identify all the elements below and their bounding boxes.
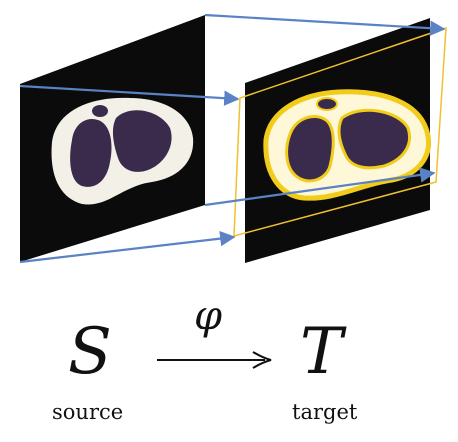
source-spine	[92, 105, 108, 117]
target-caption: target	[292, 400, 358, 424]
target-panel	[233, 18, 447, 263]
bottom-mapping-arrow	[19, 230, 236, 264]
registration-diagram	[19, 13, 447, 264]
source-left-lung	[70, 118, 112, 187]
top-mapping-arrow	[204, 13, 446, 36]
target-right-lung	[337, 108, 411, 170]
left-mapping-arrow	[19, 84, 240, 106]
mapping-arrows	[19, 13, 446, 264]
source-caption: source	[52, 400, 124, 424]
map-arrow-icon	[157, 351, 272, 369]
target-symbol: T	[300, 315, 343, 389]
warped-grid-outline	[233, 26, 447, 237]
source-symbol: S	[68, 315, 112, 389]
source-right-lung	[112, 110, 172, 172]
target-spine	[316, 97, 338, 111]
source-panel	[20, 15, 205, 262]
map-symbol: φ	[194, 293, 223, 339]
target-left-lung	[285, 115, 335, 183]
middle-mapping-arrow	[204, 167, 436, 207]
